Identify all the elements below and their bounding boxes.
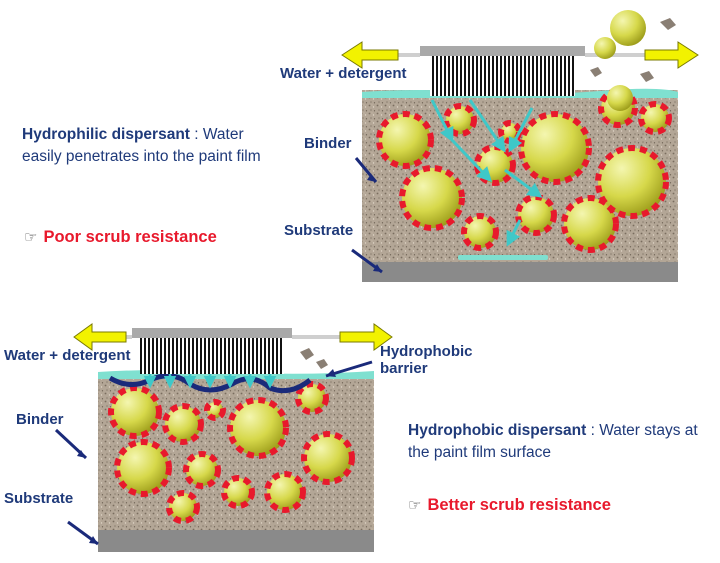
top-result-text: Poor scrub resistance	[43, 228, 217, 246]
bottom-diagram	[54, 323, 393, 552]
top-dispersant-text: : Water easily penetrates into the paint…	[22, 126, 261, 166]
pigment-particle	[204, 399, 226, 421]
pigment-particle	[474, 144, 516, 186]
pigment-particle	[515, 194, 557, 236]
top-dispersant-title: Hydrophilic dispersant	[22, 126, 190, 143]
arrow-right-icon	[339, 323, 393, 351]
pigment-particle	[443, 103, 477, 137]
bottom-dispersant-title: Hydrophobic dispersant	[408, 422, 587, 439]
top-result: ☞ Poor scrub resistance	[24, 228, 217, 247]
pigment-particle	[376, 111, 434, 169]
pointing-hand-icon: ☞	[408, 497, 422, 514]
top-pigment-particles	[376, 88, 672, 253]
top-diagram	[341, 10, 699, 282]
bottom-water-detergent-label: Water + detergent	[4, 347, 131, 364]
bottom-pigment-particles	[108, 381, 355, 524]
scrub-brush-icon	[98, 328, 360, 374]
arrow-left-icon	[73, 323, 127, 351]
pigment-particle	[399, 165, 465, 231]
bottom-water-arrows	[143, 374, 277, 389]
bottom-result-text: Better scrub resistance	[427, 496, 611, 514]
top-water-penetration-arrows	[430, 99, 543, 247]
pigment-particle	[595, 145, 669, 219]
top-binder-label: Binder	[304, 135, 352, 152]
bottom-dispersant-text: : Water stays at the paint film surface	[408, 422, 698, 462]
pigment-particle	[461, 213, 499, 251]
barrier-label-line2: barrier	[380, 359, 428, 377]
pigment-particle	[518, 111, 592, 185]
pigment-particle	[108, 385, 162, 439]
pigment-particle	[114, 439, 172, 497]
arrow-left-icon	[341, 41, 399, 69]
bottom-substrate	[98, 530, 374, 552]
bottom-substrate-label: Substrate	[4, 490, 74, 507]
pointing-hand-icon: ☞	[24, 229, 38, 246]
top-substrate	[362, 262, 678, 282]
bottom-dispersant-description: Hydrophobic dispersant : Water stays at …	[408, 420, 714, 465]
top-water-pocket	[458, 255, 548, 260]
top-dispersant-description: Hydrophilic dispersant : Water easily pe…	[22, 124, 284, 169]
top-detached-particles	[590, 10, 676, 111]
pigment-particle	[221, 475, 255, 509]
pigment-particle	[227, 397, 289, 459]
bottom-binder-label: Binder	[16, 411, 64, 428]
bottom-detached-particles	[300, 348, 328, 369]
pigment-particle	[561, 195, 619, 253]
hydrophobic-barrier-label: Hydrophobic barrier	[380, 343, 473, 377]
bottom-result: ☞ Better scrub resistance	[408, 496, 611, 515]
top-water-detergent-label: Water + detergent	[280, 65, 407, 82]
pigment-particle	[264, 471, 306, 513]
arrow-right-icon	[644, 41, 699, 69]
pigment-particle	[638, 101, 672, 135]
pigment-particle	[166, 490, 200, 524]
barrier-label-line1: Hydrophobic	[380, 343, 473, 360]
top-substrate-label: Substrate	[284, 222, 354, 239]
pigment-particle	[162, 403, 204, 445]
pigment-particle	[295, 381, 329, 415]
pigment-particle	[183, 451, 221, 489]
pigment-particle	[301, 431, 355, 485]
